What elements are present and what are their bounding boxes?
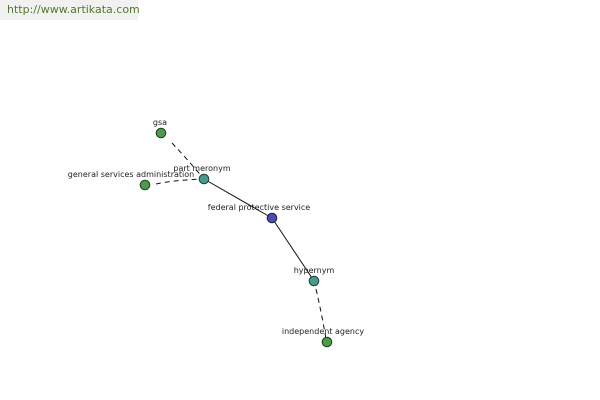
edge-federal-hypernym	[271, 217, 315, 282]
edge-hypernym-independent-agency	[315, 288, 327, 340]
label-gsa: gsa	[153, 118, 167, 127]
node-hypernym[interactable]	[308, 275, 320, 287]
label-independent-agency: independent agency	[282, 327, 364, 336]
label-hypernym: hypernym	[294, 266, 335, 275]
label-part-meronym: part meronym	[173, 164, 230, 173]
edge-part-meronym-federal	[203, 178, 273, 219]
edge-gsa-part-meronym	[171, 142, 205, 180]
node-gsa[interactable]	[155, 127, 167, 139]
node-part-meronym[interactable]	[198, 173, 210, 185]
node-federal-protective-service[interactable]	[266, 212, 278, 224]
node-general-services-administration[interactable]	[139, 179, 151, 191]
node-independent-agency[interactable]	[321, 336, 333, 348]
site-watermark: http://www.artikata.com	[0, 0, 140, 20]
label-general-services-administration: general services administration	[68, 170, 194, 179]
label-federal-protective-service: federal protective service	[208, 203, 311, 212]
edge-gsa-admin-part-meronym	[155, 178, 205, 185]
